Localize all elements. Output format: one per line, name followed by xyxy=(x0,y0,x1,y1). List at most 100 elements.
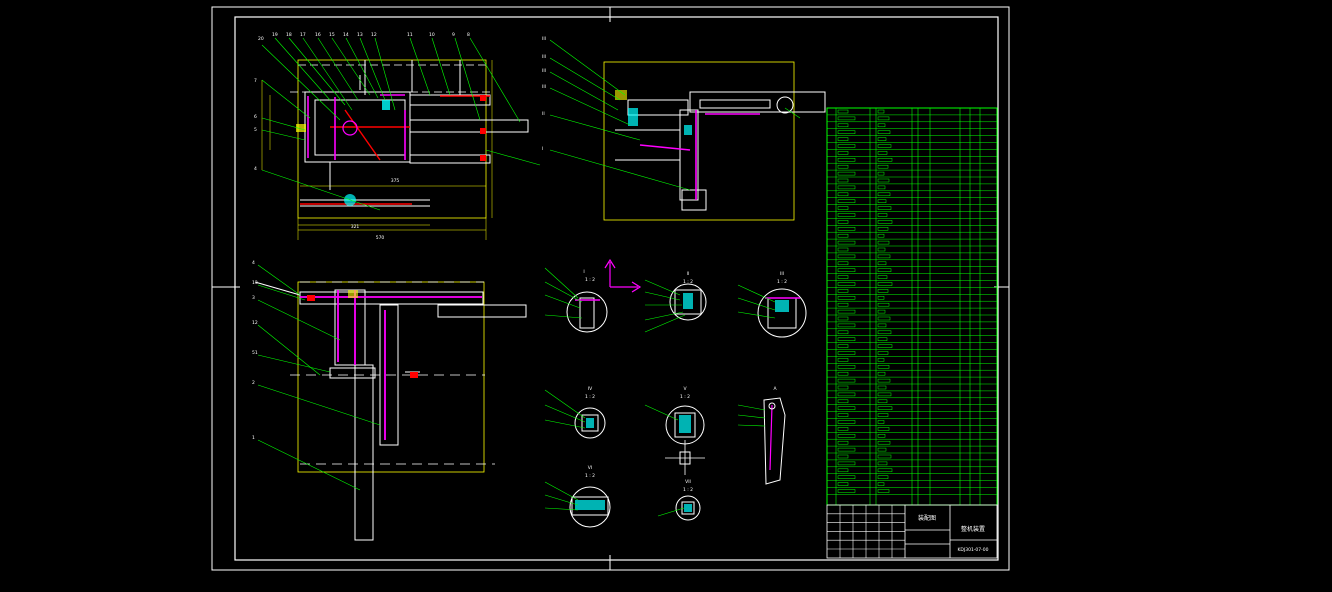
callout-labels-main-view: 20 19 18 17 16 15 14 13 12 11 10 9 8 7 6… xyxy=(254,32,470,172)
parts-table-cell-text xyxy=(837,296,856,300)
svg-text:20: 20 xyxy=(258,36,264,42)
svg-text:12: 12 xyxy=(371,32,377,38)
parts-table-cell-text xyxy=(877,247,886,252)
svg-text:19: 19 xyxy=(272,32,278,38)
svg-text:1 : 2: 1 : 2 xyxy=(777,279,787,285)
detail-view-6: VI 1 : 2 xyxy=(569,465,611,528)
parts-table-cell-text xyxy=(877,447,887,452)
arm-link-detail: A xyxy=(763,386,786,485)
parts-table-cell-text xyxy=(837,489,856,493)
parts-table-cell-text xyxy=(877,330,892,335)
parts-table-cell-text xyxy=(877,344,893,348)
svg-text:51: 51 xyxy=(252,350,258,356)
svg-text:321: 321 xyxy=(351,224,360,230)
parts-table-cell-text xyxy=(877,392,892,397)
svg-text:13: 13 xyxy=(252,280,258,286)
svg-text:V: V xyxy=(683,386,687,392)
svg-text:1 : 2: 1 : 2 xyxy=(585,473,595,479)
parts-table-cell-text xyxy=(837,158,856,162)
parts-table-cell-text xyxy=(837,199,856,203)
centering-marks xyxy=(212,7,1009,570)
parts-table-cell-text xyxy=(837,130,856,134)
parts-table-cell-text xyxy=(837,447,856,452)
parts-table-cell-text xyxy=(837,482,849,486)
parts-table-cell-text xyxy=(877,206,892,210)
parts-table-cell-text xyxy=(877,420,885,424)
parts-table-cell-text xyxy=(877,399,888,404)
parts-table-cell-text xyxy=(837,261,849,266)
svg-text:18: 18 xyxy=(286,32,292,38)
parts-table-cell-text xyxy=(837,178,849,183)
parts-table-cell-text xyxy=(877,351,889,355)
parts-table-cell-text xyxy=(837,468,849,473)
parts-table-cell-text xyxy=(837,206,849,210)
drawing-number: KDJ301-07-00 xyxy=(957,547,988,553)
svg-text:4: 4 xyxy=(254,166,257,172)
parts-table-cell-text xyxy=(877,316,891,321)
svg-text:III: III xyxy=(780,271,784,277)
svg-text:A: A xyxy=(773,386,777,392)
svg-text:16: 16 xyxy=(315,32,321,38)
parts-table-cell-text xyxy=(837,385,849,390)
svg-text:II: II xyxy=(687,271,690,277)
detail-view-7: VII 1 : 2 xyxy=(675,479,701,521)
parts-table-cell-text xyxy=(877,289,889,293)
parts-table-cell-text xyxy=(877,475,889,479)
parts-table-cell-text xyxy=(877,282,893,286)
parts-table-cell-text xyxy=(837,337,856,341)
parts-table-cell-text xyxy=(877,254,891,259)
svg-text:14: 14 xyxy=(343,32,349,38)
drawing-title: 装配图 xyxy=(918,514,936,522)
leaders-main-view xyxy=(261,37,541,211)
callout-labels-side-view: III III III III II I xyxy=(542,36,546,152)
parts-table-cell-text xyxy=(877,178,890,183)
svg-text:I: I xyxy=(583,269,584,275)
parts-table-cell-text xyxy=(877,240,890,245)
parts-table-cell-text xyxy=(877,144,892,148)
svg-text:III: III xyxy=(542,36,546,42)
detail-view-2: II 1 : 2 xyxy=(669,271,707,321)
parts-table-cell-text xyxy=(877,164,889,169)
title-block-grid xyxy=(827,505,905,558)
leaders-detail-views xyxy=(544,267,776,517)
parts-table-cell-text xyxy=(877,123,886,128)
parts-table-cell-text xyxy=(877,378,891,383)
svg-text:1 : 2: 1 : 2 xyxy=(683,487,693,493)
parts-table-cell-text xyxy=(837,109,849,114)
svg-text:9: 9 xyxy=(452,32,455,38)
parts-table-cell-text xyxy=(877,151,888,155)
parts-table-cell-text xyxy=(837,233,849,238)
parts-table-cell-text xyxy=(837,227,856,231)
view-direction-arrow xyxy=(604,258,642,293)
parts-table-cell-text xyxy=(837,323,856,328)
parts-table-cell-text xyxy=(877,116,890,121)
parts-table-cell-text xyxy=(837,123,849,128)
parts-table-cell-text xyxy=(837,440,849,445)
parts-table-cell-text xyxy=(837,220,849,224)
parts-table-cell-text xyxy=(877,489,890,493)
parts-table-cell-text xyxy=(877,358,885,362)
parts-table-cell-text xyxy=(837,399,849,404)
svg-text:1 : 2: 1 : 2 xyxy=(683,279,693,285)
detail-view-1: I 1 : 2 xyxy=(566,269,608,333)
parts-table-cell-text xyxy=(837,344,849,348)
parts-table-cell-text xyxy=(877,337,888,341)
parts-table-cell-text xyxy=(877,434,886,438)
parts-table-cell-text xyxy=(877,109,885,114)
detail-view-5: V 1 : 2 xyxy=(665,386,705,475)
svg-text:1 : 2: 1 : 2 xyxy=(585,277,595,283)
leaders-side-view xyxy=(549,39,801,191)
callout-labels-bottom-view: 4 13 3 12 51 2 1 xyxy=(252,260,258,441)
parts-table-cell-text xyxy=(837,358,849,362)
parts-table-cell-text xyxy=(837,268,856,272)
parts-table-cell-text xyxy=(837,309,856,314)
svg-text:8: 8 xyxy=(467,32,470,38)
parts-table-cell-text xyxy=(877,192,891,197)
detail-view-3: III 1 : 2 xyxy=(757,271,807,338)
parts-table-cell-text xyxy=(837,406,856,410)
svg-text:17: 17 xyxy=(300,32,306,38)
parts-table-cell-text xyxy=(877,137,887,141)
parts-table-cell-text xyxy=(877,302,890,307)
parts-table-cell-text xyxy=(837,378,856,383)
